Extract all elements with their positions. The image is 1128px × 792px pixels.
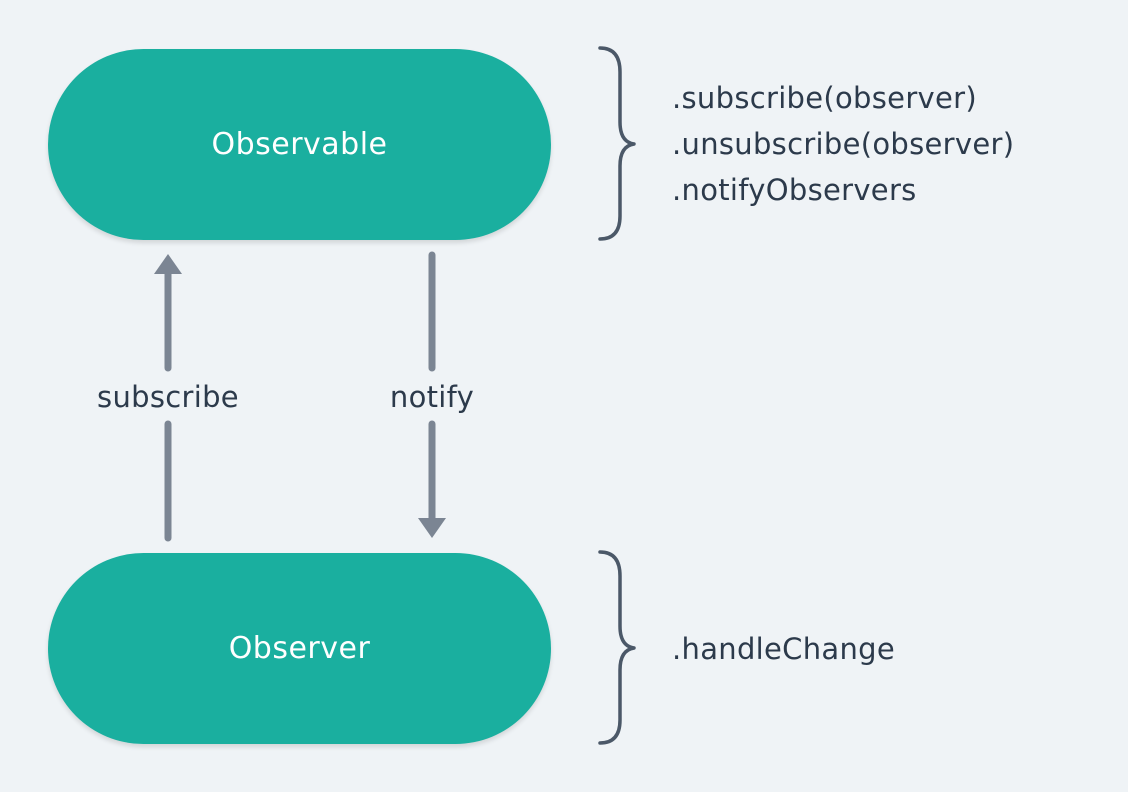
observer-node: Observer	[48, 553, 551, 744]
observer-methods-brace	[598, 550, 636, 745]
observable-label: Observable	[211, 127, 388, 162]
observer-methods-list: .handleChange	[672, 626, 895, 672]
observable-node: Observable	[48, 49, 551, 240]
method-subscribe: .subscribe(observer)	[672, 81, 977, 115]
notify-arrow	[418, 251, 446, 538]
notify-arrowhead	[418, 518, 446, 538]
method-notify-observers: .notifyObservers	[672, 173, 917, 207]
subscribe-arrow	[154, 254, 182, 542]
subscribe-label: subscribe	[97, 380, 239, 414]
method-unsubscribe: .unsubscribe(observer)	[672, 127, 1015, 161]
notify-label: notify	[389, 380, 475, 414]
method-handle-change: .handleChange	[672, 632, 895, 666]
observable-methods-list: .subscribe(observer) .unsubscribe(observ…	[672, 75, 1014, 213]
subscribe-arrowhead	[154, 254, 182, 274]
observable-methods-brace	[598, 46, 636, 241]
observer-label: Observer	[228, 631, 371, 666]
